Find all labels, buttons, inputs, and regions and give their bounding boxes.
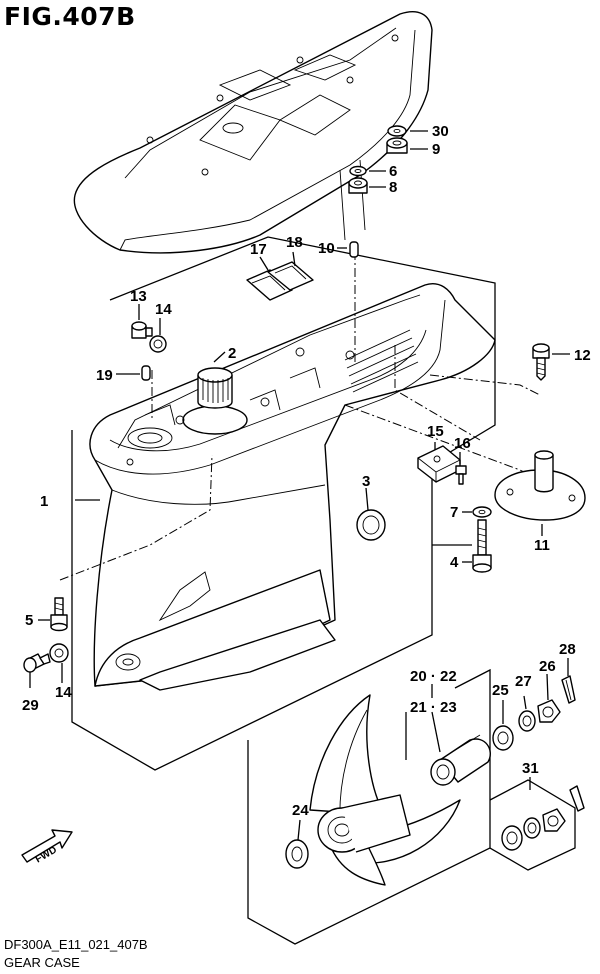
label-31: 31 <box>522 760 539 777</box>
label-6: 6 <box>389 163 397 180</box>
assembly-frame <box>59 236 576 945</box>
seal-3 <box>356 509 386 541</box>
kit-31-parts <box>501 785 585 851</box>
part-labels: 30 9 6 8 10 17 18 13 14 2 19 12 15 16 3 … <box>22 123 591 819</box>
label-9: 9 <box>432 141 440 158</box>
label-4: 4 <box>450 554 459 571</box>
nut-26 <box>537 699 561 723</box>
label-25: 25 <box>492 682 509 699</box>
footer-name: GEAR CASE <box>4 955 80 970</box>
bolt-4 <box>472 519 492 573</box>
label-24: 24 <box>292 802 309 819</box>
label-18: 18 <box>286 234 303 251</box>
bolt-16 <box>455 465 467 485</box>
label-14-upper: 14 <box>155 301 172 318</box>
label-5: 5 <box>25 612 33 629</box>
plug-29 <box>23 653 51 673</box>
label-2: 2 <box>228 345 236 362</box>
label-14-lower: 14 <box>55 684 72 701</box>
nut-9 <box>386 137 408 154</box>
figure-title: FIG.407B <box>4 2 136 31</box>
spacer-25 <box>492 725 514 751</box>
label-21-23: 21 · 23 <box>410 699 457 716</box>
label-19: 19 <box>96 367 113 384</box>
dowel-pin-10 <box>349 241 359 258</box>
nut-8 <box>348 177 368 194</box>
label-11: 11 <box>534 537 550 554</box>
leader-lines <box>29 130 570 841</box>
bushing-21-23 <box>430 734 491 786</box>
label-20-22: 20 · 22 <box>410 668 457 685</box>
label-16: 16 <box>454 435 471 452</box>
plate-17 <box>246 269 293 301</box>
label-1: 1 <box>40 493 48 510</box>
gasket-14-lower <box>49 643 69 663</box>
plug-13 <box>131 321 153 339</box>
gear-case-body <box>89 283 496 691</box>
forward-direction-badge: FWD <box>21 829 73 866</box>
thrust-washer-24 <box>285 839 309 869</box>
label-28: 28 <box>559 641 576 658</box>
washer-27 <box>518 710 536 732</box>
propeller-20-22 <box>309 694 461 886</box>
bolt-5 <box>50 597 68 632</box>
label-8: 8 <box>389 179 397 196</box>
label-15: 15 <box>427 423 444 440</box>
label-27: 27 <box>515 673 532 690</box>
footer-code: DF300A_E11_021_407B <box>4 937 148 952</box>
label-13: 13 <box>130 288 147 305</box>
plate-18 <box>267 261 314 291</box>
label-3: 3 <box>362 473 370 490</box>
washer-7 <box>472 506 492 518</box>
bolt-12 <box>532 343 550 381</box>
label-30: 30 <box>432 123 449 140</box>
washer-6 <box>349 165 367 177</box>
trim-tab-11 <box>494 450 586 521</box>
label-29: 29 <box>22 697 39 714</box>
cotter-pin-28 <box>561 675 576 704</box>
label-12: 12 <box>574 347 591 364</box>
label-10: 10 <box>318 240 335 257</box>
label-26: 26 <box>539 658 556 675</box>
label-17: 17 <box>250 241 267 258</box>
washer-30 <box>387 125 407 137</box>
upper-cover <box>73 11 433 254</box>
label-7: 7 <box>450 504 458 521</box>
gasket-14-upper <box>149 335 167 353</box>
pin-19 <box>141 365 151 381</box>
